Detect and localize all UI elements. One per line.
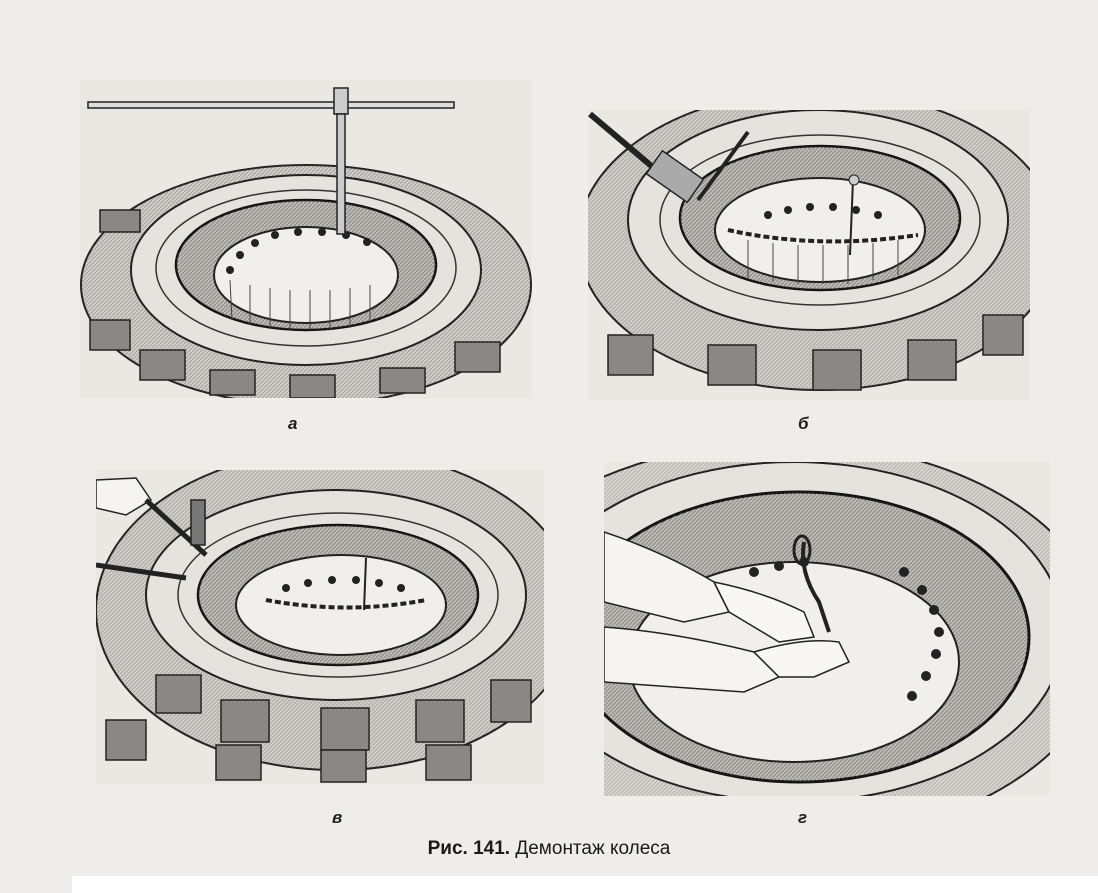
page-bottom-edge (72, 876, 1098, 893)
panel-label-b: б (798, 414, 809, 433)
panel-label-a: а (288, 414, 298, 433)
figure-caption-number: Рис. 141. (427, 838, 511, 859)
figure-panel-v (96, 470, 544, 785)
figure-panel-b (588, 110, 1030, 400)
figure-panel-a (80, 80, 532, 398)
hands-removing-rim-illustration (604, 462, 1050, 796)
figure-caption-title: Демонтаж колеса (515, 838, 671, 859)
panel-label-v: в (332, 808, 343, 827)
figure-caption: Рис. 141. Демонтаж колеса (0, 838, 1098, 860)
tire-with-bead-breaker-illustration (588, 110, 1030, 400)
panel-label-g: г (798, 808, 808, 827)
figure-panel-g (604, 462, 1050, 796)
tire-with-hand-tool-illustration (96, 470, 544, 785)
tire-with-wrench-illustration (80, 80, 532, 398)
